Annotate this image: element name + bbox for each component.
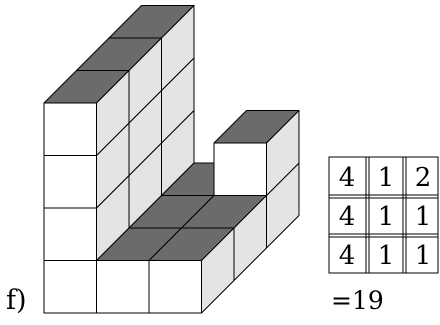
table-cell: 4 bbox=[339, 202, 356, 232]
cube-front-face bbox=[43, 102, 97, 156]
cube-front-face bbox=[213, 142, 267, 196]
table-cell: 1 bbox=[415, 241, 432, 271]
cube-front-face bbox=[43, 207, 97, 261]
figure-label: f) bbox=[6, 285, 27, 316]
cube-front-face bbox=[148, 260, 202, 314]
table-cell: 1 bbox=[415, 202, 432, 232]
table-cell: 4 bbox=[339, 241, 356, 271]
table-cell: 1 bbox=[378, 202, 395, 232]
cube-front-face bbox=[43, 260, 97, 314]
table-cell: 1 bbox=[378, 163, 395, 193]
count-table: 4 1 2 4 1 1 4 1 1 bbox=[328, 156, 439, 274]
isometric-cube-stack bbox=[43, 5, 300, 314]
table-cell: 2 bbox=[415, 163, 432, 193]
cube-front-face bbox=[96, 260, 150, 314]
table-cell: 4 bbox=[339, 163, 356, 193]
cube-front-face bbox=[43, 155, 97, 209]
total-sum: =19 bbox=[331, 286, 384, 315]
table-cell: 1 bbox=[378, 241, 395, 271]
